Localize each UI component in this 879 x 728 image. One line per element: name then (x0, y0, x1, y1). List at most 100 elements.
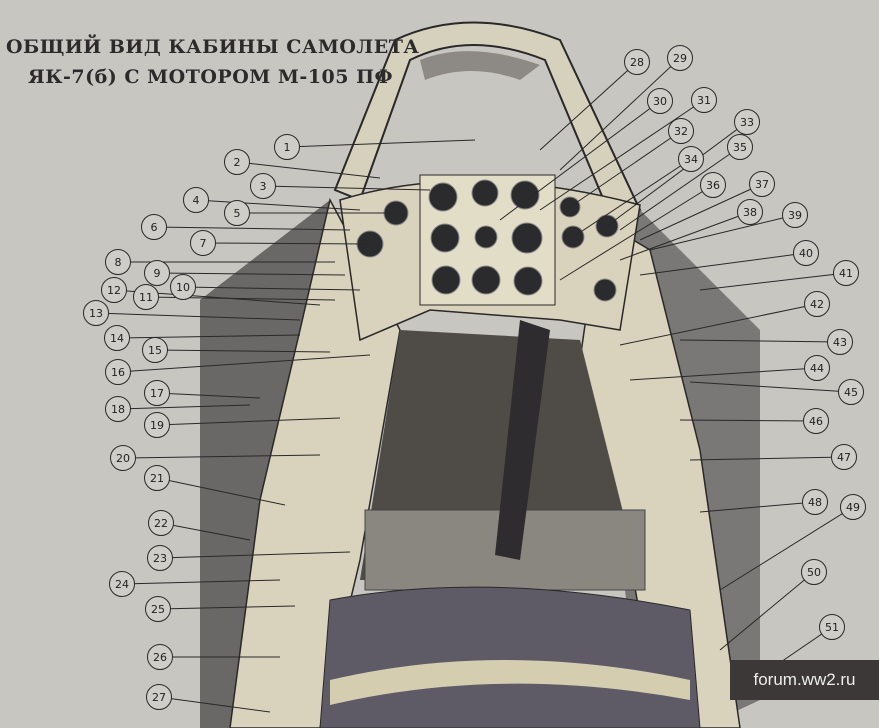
leader-line (689, 456, 845, 461)
seat-belt (330, 660, 690, 705)
gauges (356, 179, 619, 302)
callout-number: 10 (170, 274, 196, 300)
callout-number: 16 (105, 359, 131, 385)
leader-line (689, 381, 852, 393)
callout-number: 30 (647, 88, 673, 114)
callout-number: 6 (141, 214, 167, 240)
callout-number: 4 (183, 187, 209, 213)
callout-number: 25 (145, 596, 171, 622)
callout-number: 40 (793, 240, 819, 266)
leader-line (286, 139, 476, 148)
leader-line (559, 57, 681, 171)
callout-number: 41 (833, 260, 859, 286)
leader-line (619, 211, 751, 261)
leader-line (95, 312, 301, 321)
callout-number: 22 (148, 510, 174, 536)
leader-line (539, 61, 638, 151)
leader-line (159, 551, 351, 559)
leader-line (236, 161, 381, 179)
leader-line (156, 392, 261, 399)
callout-number: 21 (144, 465, 170, 491)
leader-line (699, 501, 816, 513)
callout-number: 12 (101, 277, 127, 303)
leader-line (121, 579, 281, 585)
callout-number: 29 (667, 45, 693, 71)
callout-number: 31 (691, 87, 717, 113)
leader-line (153, 226, 351, 231)
leader-line (572, 158, 692, 238)
leader-line (195, 199, 361, 211)
callout-number: 19 (144, 412, 170, 438)
callout-number: 17 (144, 380, 170, 406)
leader-line (156, 417, 341, 426)
leader-line (202, 242, 371, 245)
diagram-subtitle: ЯК-7(б) С МОТОРОМ М-105 ПФ (28, 66, 394, 88)
callout-number: 15 (142, 337, 168, 363)
leader-line (182, 286, 361, 291)
control-stick (495, 320, 550, 560)
leader-line (619, 303, 818, 346)
leader-line (606, 121, 748, 227)
leader-line (156, 272, 346, 276)
leader-line (122, 454, 321, 459)
callout-number: 46 (803, 408, 829, 434)
callout-number: 48 (802, 489, 828, 515)
callout-number: 33 (734, 109, 760, 135)
callout-number: 27 (146, 684, 172, 710)
callout-number: 2 (224, 149, 250, 175)
callout-number: 35 (727, 134, 753, 160)
callout-number: 11 (133, 284, 159, 310)
leader-line (639, 183, 763, 241)
callout-number: 18 (105, 396, 131, 422)
callout-number: 42 (804, 291, 830, 317)
leader-line (719, 506, 854, 591)
leader-line (679, 339, 841, 343)
callout-number: 51 (819, 614, 845, 640)
watermark: forum.ww2.ru (730, 660, 879, 700)
callout-number: 38 (737, 199, 763, 225)
callout-number: 20 (110, 445, 136, 471)
callout-number: 5 (224, 200, 250, 226)
callout-number: 44 (804, 355, 830, 381)
leader-line (160, 522, 251, 541)
callout-number: 39 (782, 202, 808, 228)
leader-line (639, 252, 807, 276)
leader-line (154, 349, 331, 353)
callout-number: 13 (83, 300, 109, 326)
leader-line (649, 214, 796, 251)
left-console (229, 197, 401, 728)
callout-number: 43 (827, 329, 853, 355)
diagram-title: ОБЩИЙ ВИД КАБИНЫ САМОЛЕТА (6, 36, 420, 58)
leader-lines (95, 57, 854, 713)
leader-line (157, 605, 296, 610)
callout-number: 24 (109, 571, 135, 597)
leader-line (117, 404, 251, 410)
leader-line (499, 100, 661, 221)
callout-number: 28 (624, 49, 650, 75)
callout-number: 37 (749, 171, 775, 197)
leader-line (117, 354, 371, 373)
callout-number: 45 (838, 379, 864, 405)
leader-line (719, 571, 815, 651)
leader-line (619, 146, 741, 231)
callout-number: 50 (801, 559, 827, 585)
callout-number: 23 (147, 545, 173, 571)
callout-number: 14 (104, 325, 130, 351)
callout-number: 49 (840, 494, 866, 520)
seat (319, 586, 701, 728)
leader-line (699, 272, 847, 291)
callout-number: 32 (668, 118, 694, 144)
leader-line (262, 185, 431, 191)
callout-number: 26 (147, 644, 173, 670)
leader-line (559, 184, 714, 281)
leader-line (629, 367, 818, 381)
callout-number: 36 (700, 172, 726, 198)
leader-line (569, 130, 682, 208)
leader-line (679, 419, 817, 422)
callout-number: 1 (274, 134, 300, 160)
leader-line (116, 334, 301, 339)
callout-number: 47 (831, 444, 857, 470)
callout-number: 9 (144, 260, 170, 286)
windscreen-frame (420, 51, 540, 80)
